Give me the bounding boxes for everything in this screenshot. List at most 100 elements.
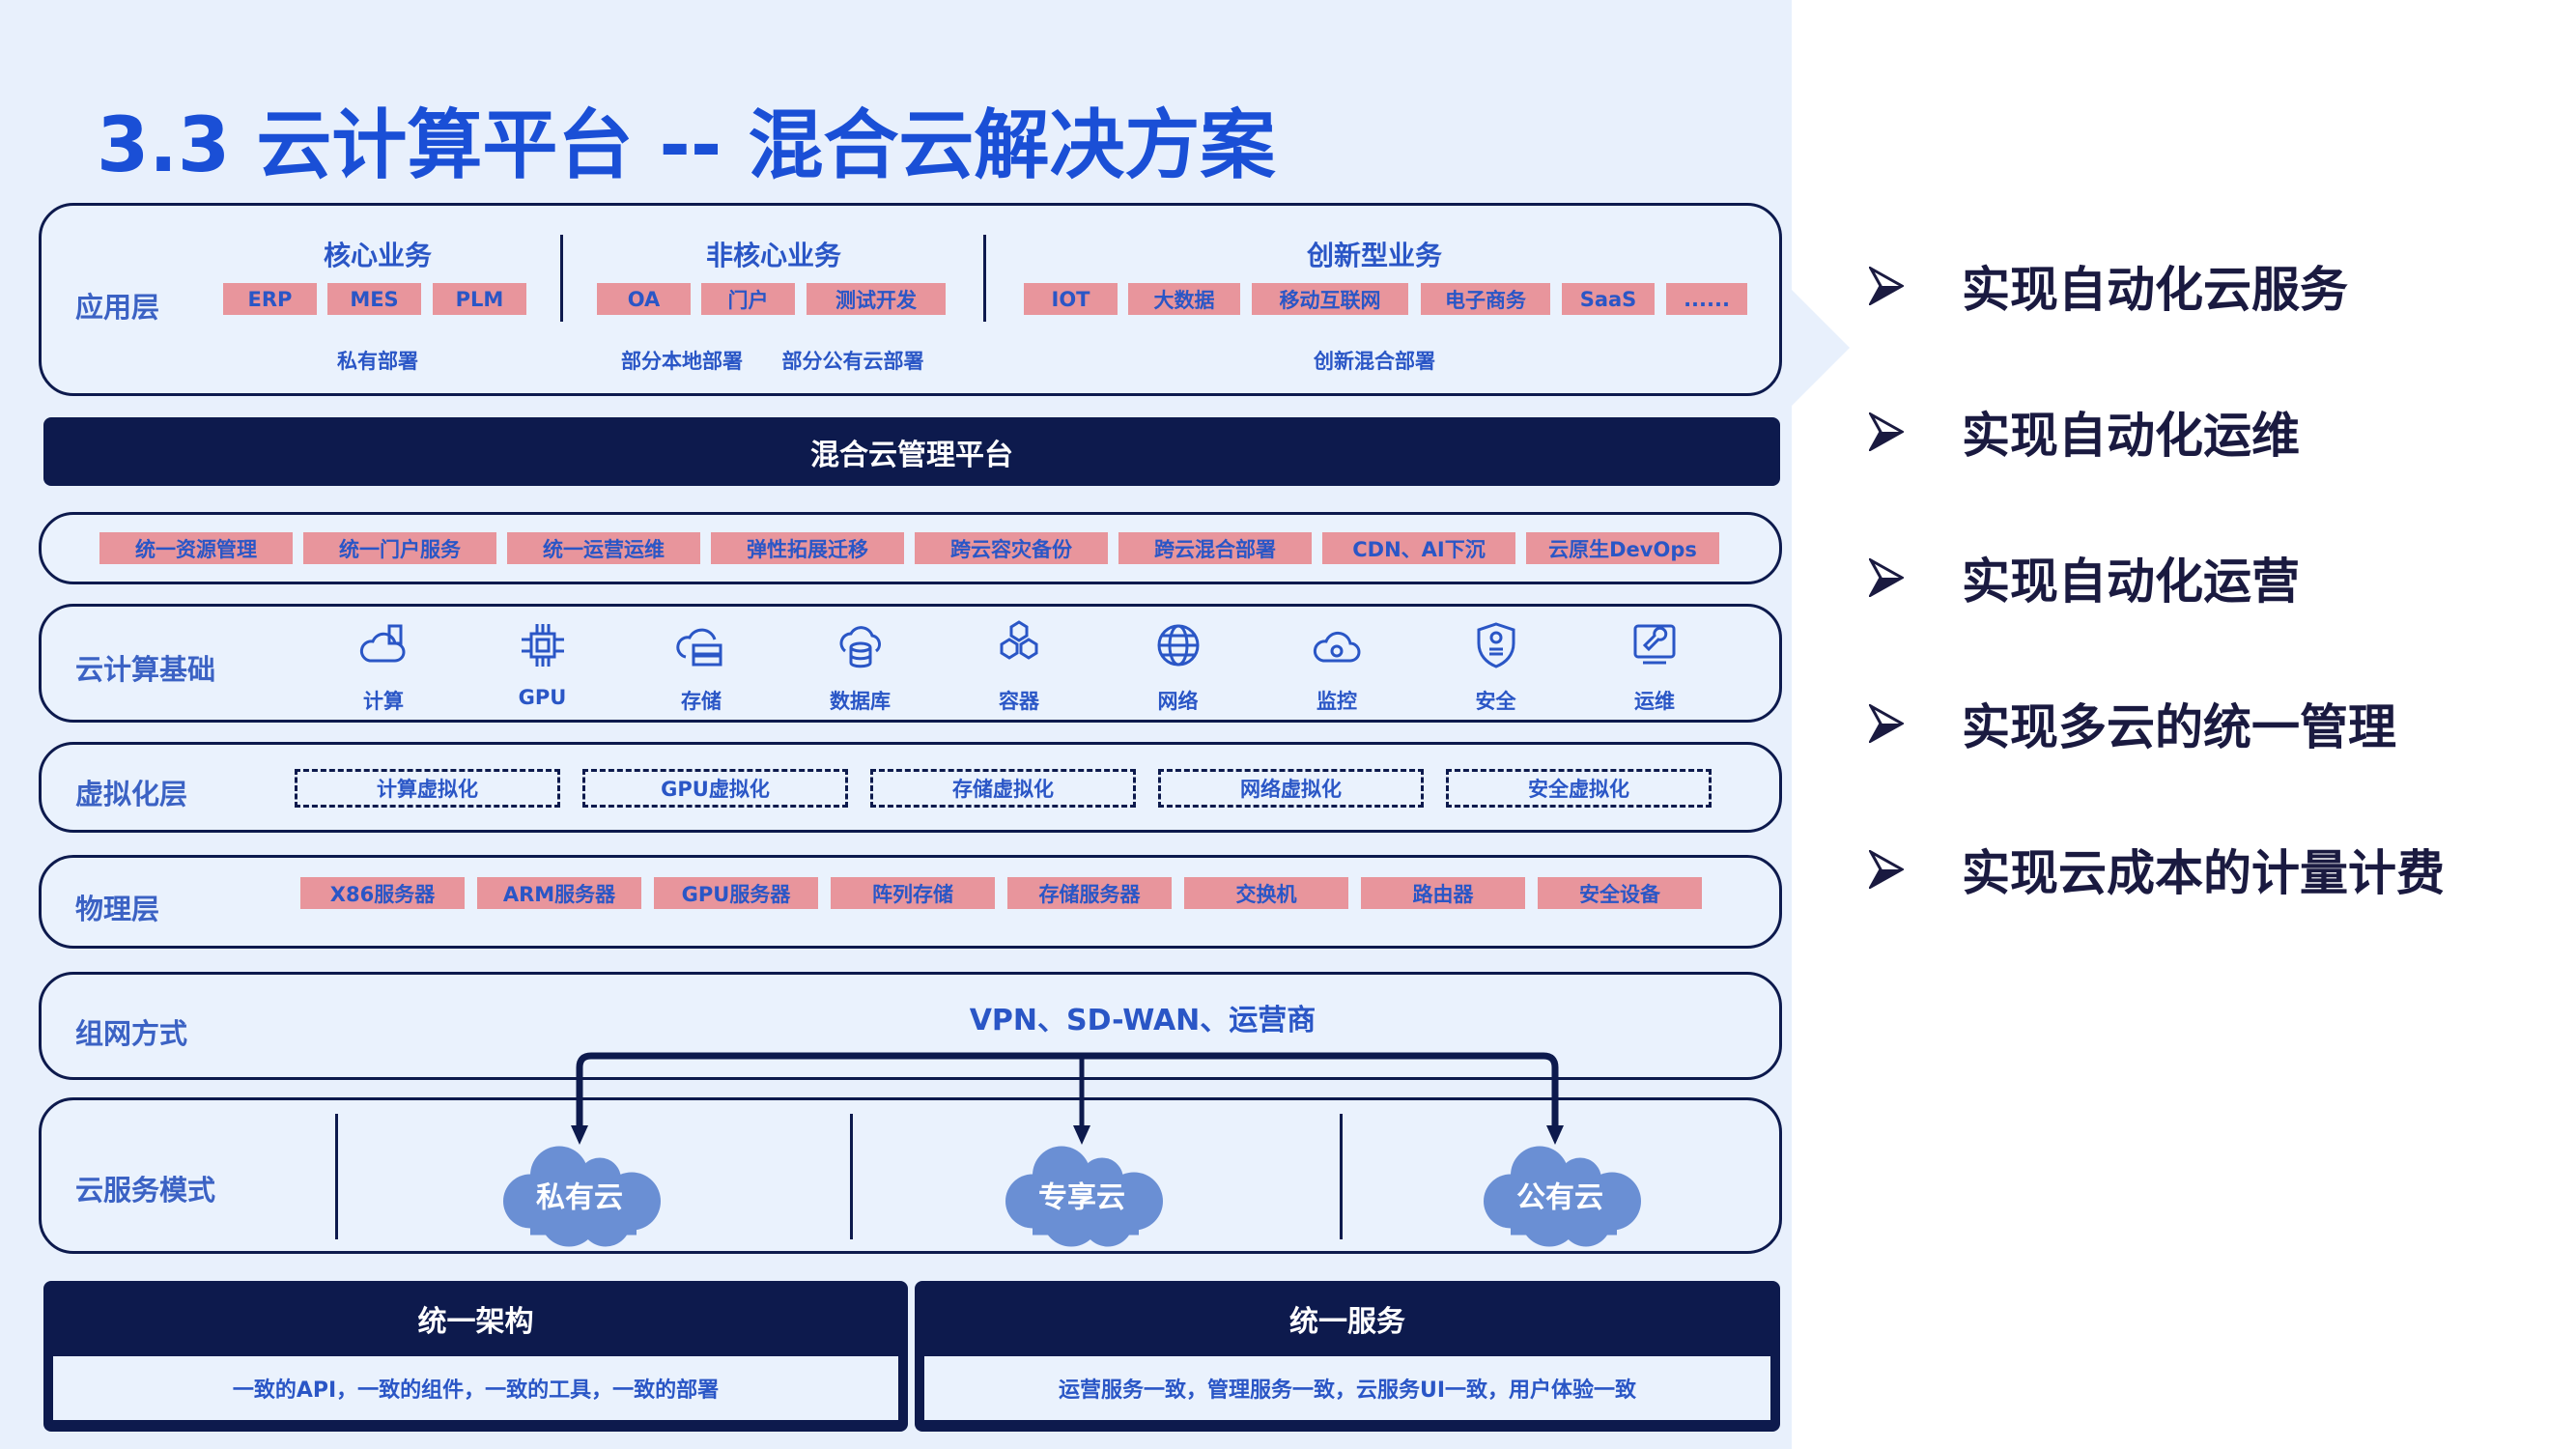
cloud-0: 私有云 [492,1139,667,1250]
card-text: 一致的API，一致的组件，一致的工具，一致的部署 [53,1356,898,1420]
item-label: GPU [518,686,567,709]
deploy-label: 部分公有云部署 [781,350,924,373]
network-layer: 组网方式 VPN、SD-WAN、运营商 [39,972,1782,1080]
connector-arrows [571,1052,1564,1145]
app-tag: 门户 [701,283,795,315]
hybrid-cloud-platform-bar: 混合云管理平台 [43,417,1780,486]
cloud-icon [1005,1146,1163,1247]
virtualization-label: 虚拟化层 [75,778,188,810]
physical-label: 物理层 [75,893,160,925]
cloud-basics-item: 容器 [971,618,1067,715]
divider [1340,1114,1343,1239]
item-label: 计算 [363,690,404,713]
monitor-cloud-icon [1313,631,1361,663]
service-mode-label: 云服务模式 [75,1174,216,1207]
cloud-1: 专享云 [994,1139,1170,1250]
arrow-bullet-icon [1869,412,1904,451]
cloud-2: 公有云 [1472,1139,1648,1250]
physical-tag: 阵列存储 [831,877,995,909]
app-tag: IOT [1024,283,1118,315]
deploy-label: 部分本地部署 [621,350,743,373]
unified-service-card: 统一服务 运营服务一致，管理服务一致，云服务UI一致，用户体验一致 [915,1281,1780,1432]
virtualization-item: 计算虚拟化 [295,769,560,808]
cloud-icon [503,1146,661,1247]
item-label: 安全 [1475,690,1516,713]
physical-tag: 安全设备 [1538,877,1702,909]
divider [983,235,986,322]
card-title: 统一架构 [417,1305,534,1339]
item-label: 数据库 [830,690,891,713]
cloud-basics-item: 计算 [335,618,432,715]
wrench-screen-icon [1633,624,1676,665]
cloud-compute-icon [359,624,406,663]
capability-tag: 弹性拓展迁移 [711,532,904,564]
container-icon [1000,620,1038,660]
cloud-basics-item: 监控 [1288,618,1385,715]
bullet-item: 实现多云的统一管理 [1869,689,2396,758]
group-heading: 核心业务 [323,240,433,271]
app-tag: 移动互联网 [1252,283,1408,315]
item-label: 监控 [1316,690,1357,713]
group-heading: 创新型业务 [1306,240,1443,271]
deploy-label: 创新混合部署 [1314,350,1435,373]
panel-pointer [1792,290,1850,406]
app-tag: 测试开发 [807,283,946,315]
divider [850,1114,853,1239]
service-mode-layer: 云服务模式 [39,1097,1782,1254]
network-text: VPN、SD-WAN、运营商 [969,1004,1316,1037]
cloud-label: 私有云 [536,1180,623,1214]
bullet-item: 实现云成本的计量计费 [1869,835,2445,904]
unified-architecture-card: 统一架构 一致的API，一致的组件，一致的工具，一致的部署 [43,1281,908,1432]
arrow-bullet-icon [1869,267,1904,305]
divider [335,1114,338,1239]
capability-tag: 跨云混合部署 [1118,532,1312,564]
database-icon [839,626,881,668]
chip-icon [521,624,564,667]
storage-icon [676,628,722,667]
virtualization-item: 安全虚拟化 [1446,769,1712,808]
bullet-text: 实现自动化运维 [1962,408,2300,464]
app-tag: 大数据 [1128,283,1240,315]
virtualization-item: 网络虚拟化 [1158,769,1424,808]
shield-icon [1477,622,1514,668]
group-heading: 非核心业务 [705,240,842,271]
capability-tag: CDN、AI下沉 [1322,532,1515,564]
cloud-basics-item: 运维 [1606,618,1703,715]
arrow-bullet-icon [1869,850,1904,889]
app-tag: ...... [1666,283,1747,315]
app-tag: ERP [223,283,317,315]
globe-icon [1157,624,1199,667]
cloud-basics-item: GPU [495,618,591,709]
capability-tag: 统一门户服务 [303,532,496,564]
physical-tag: X86服务器 [300,877,465,909]
capability-tag: 统一资源管理 [99,532,293,564]
virtualization-item: 存储虚拟化 [870,769,1136,808]
bullet-text: 实现多云的统一管理 [1962,699,2396,755]
app-tag: MES [327,283,421,315]
bullet-text: 实现自动化运营 [1962,554,2300,610]
bullet-item: 实现自动化云服务 [1869,251,2348,321]
network-label: 组网方式 [75,1017,188,1050]
app-tag: PLM [433,283,526,315]
app-tag: SaaS [1562,283,1655,315]
item-label: 运维 [1634,690,1675,713]
cloud-basics-item: 网络 [1130,618,1227,715]
app-layer-label: 应用层 [75,291,160,324]
physical-tag: 交换机 [1184,877,1348,909]
cloud-basics-item: 安全 [1448,618,1544,715]
item-label: 网络 [1157,690,1199,713]
physical-tag: 存储服务器 [1007,877,1172,909]
cloud-basics-item: 数据库 [812,618,909,715]
app-tag: OA [597,283,691,315]
item-label: 容器 [999,690,1039,713]
bullet-text: 实现云成本的计量计费 [1962,845,2445,901]
cloud-icon [1484,1146,1641,1247]
card-text: 运营服务一致，管理服务一致，云服务UI一致，用户体验一致 [924,1356,1770,1420]
divider [560,235,563,322]
page-title: 3.3 云计算平台 -- 混合云解决方案 [97,102,1276,189]
